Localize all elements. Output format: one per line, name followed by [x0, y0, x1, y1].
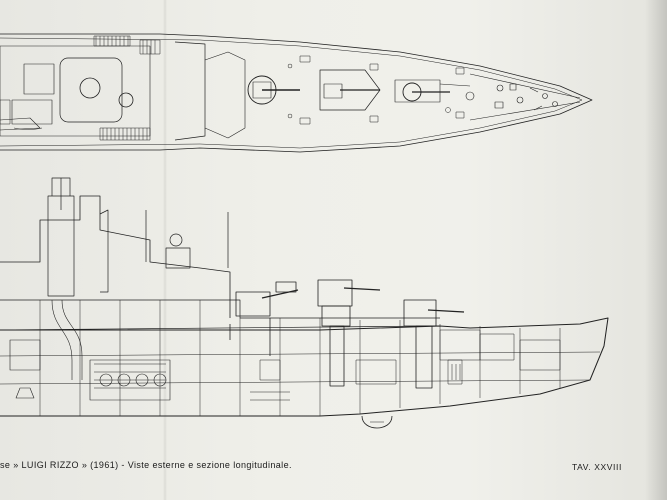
page-edge-shadow: [645, 0, 667, 500]
figure-caption: se » LUIGI RIZZO » (1961) - Viste estern…: [0, 460, 292, 470]
plate-label: TAV. XXVIII: [572, 462, 622, 472]
page-fold: [163, 0, 167, 500]
longitudinal-section: [0, 177, 609, 429]
plan-view: [0, 33, 593, 153]
